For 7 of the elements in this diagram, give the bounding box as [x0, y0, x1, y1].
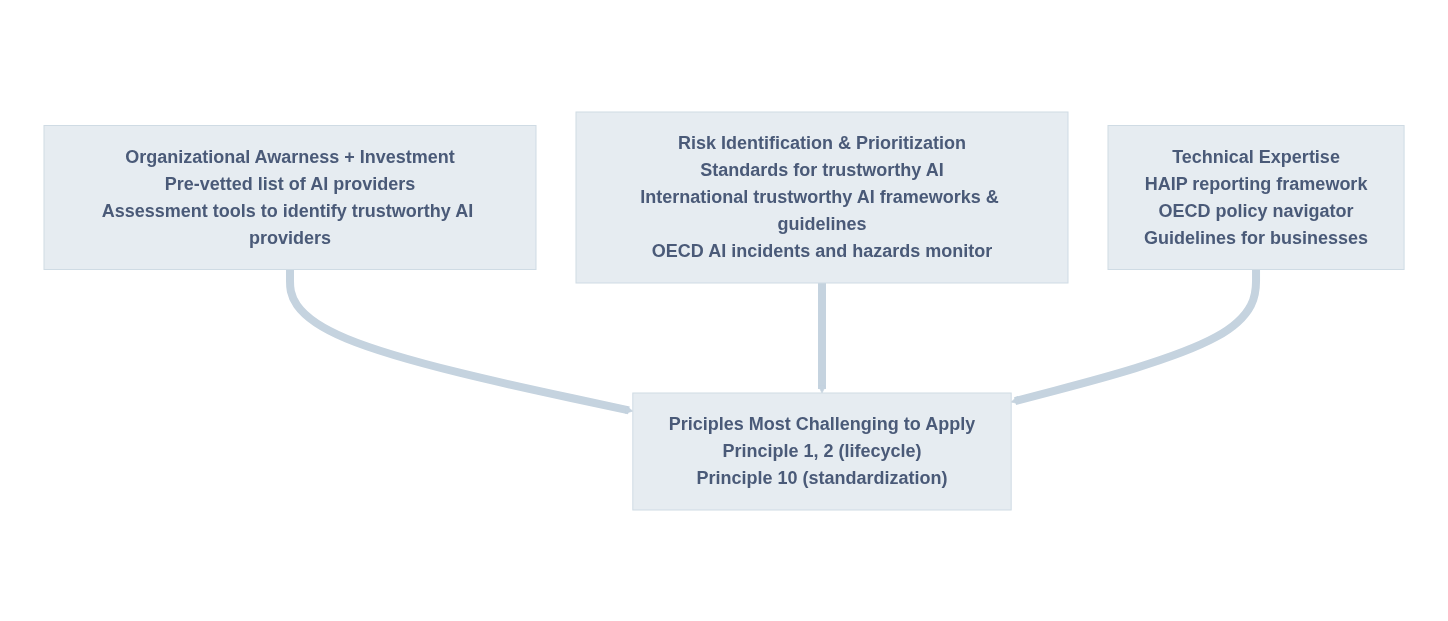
node-box: Priciples Most Challenging to Apply Principle 1, 2 (lifecycle) Principle 10 (standardization) — [632, 392, 1012, 510]
arrow — [817, 282, 827, 393]
arrow — [1010, 269, 1260, 405]
node-box: Organizational Awarness + Investment Pre-vetted list of AI providers Assessment tools to identify trustworthy AI providers — [43, 124, 537, 270]
node-box: Technical Expertise HAIP reporting framework OECD policy navigator Guidelines for businesses — [1107, 124, 1405, 270]
node-box: Risk Identification & Prioritization Standards for trustworthy AI International trustworthy AI frameworks & guidelines OECD AI incidents and hazards monitor — [575, 111, 1069, 283]
arrow — [285, 269, 634, 414]
